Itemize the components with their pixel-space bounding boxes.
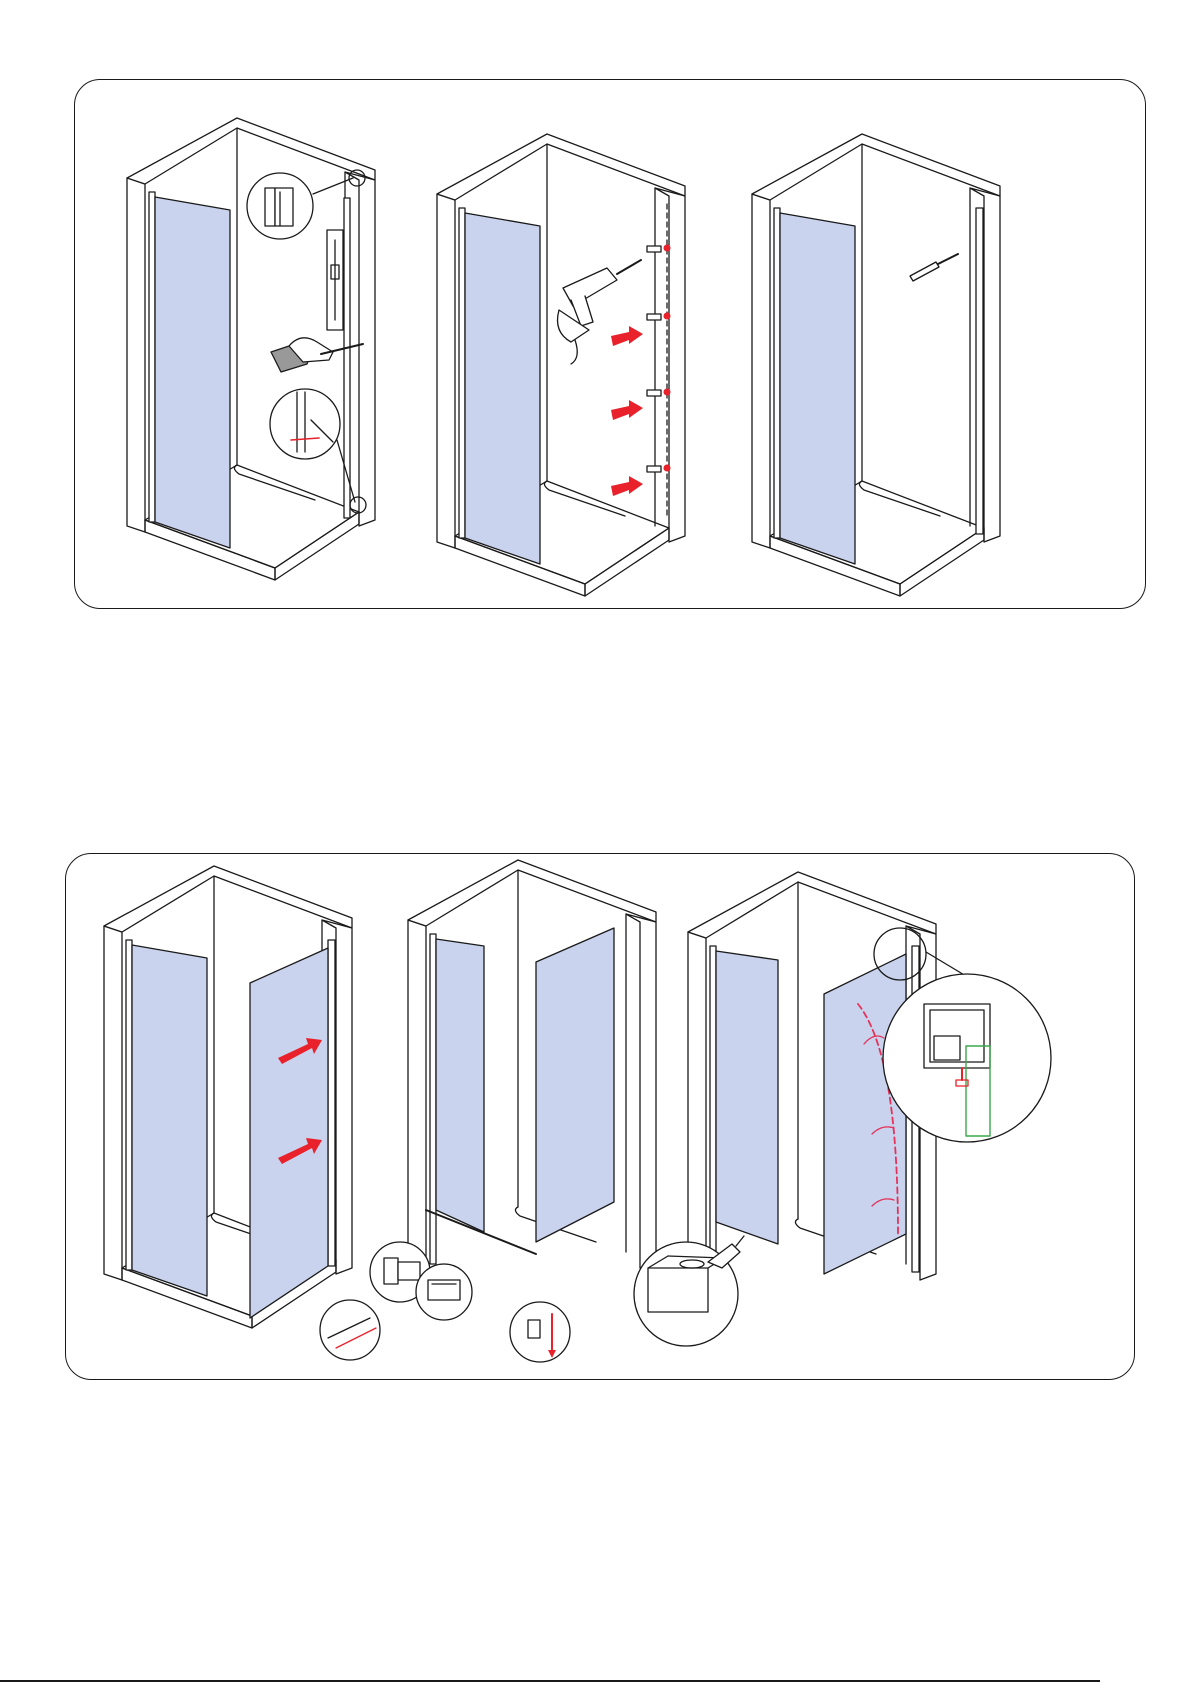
glass-panel	[155, 197, 230, 548]
silicone-gun-icon	[634, 1236, 744, 1346]
clamp-detail-callout	[510, 1302, 570, 1362]
step-3-fix-wall-profile	[752, 134, 1000, 596]
step-2-drill-and-plug	[437, 134, 685, 596]
glass-panel	[465, 213, 540, 564]
side-glass-panel	[824, 954, 906, 1274]
instruction-panel-2	[65, 853, 1135, 1380]
glass-panel	[436, 939, 484, 1232]
glass-panel	[716, 951, 778, 1244]
mark-detail-callout	[270, 389, 366, 513]
panel-1-drawing	[75, 80, 1145, 608]
instruction-panel-1	[74, 79, 1146, 609]
insert-arrows	[611, 326, 643, 496]
glass-panel	[132, 945, 207, 1296]
seal-profile-zoom	[883, 974, 1051, 1142]
step-1-mark-and-level	[127, 118, 375, 580]
spirit-level-icon	[327, 230, 343, 330]
glass-panel	[780, 213, 855, 564]
screwdriver-icon	[910, 254, 958, 281]
side-glass-panel	[536, 928, 614, 1242]
footer-rule	[0, 1680, 1100, 1682]
side-glass-panel	[250, 948, 328, 1318]
step-5-fit-base-and-clamps	[320, 860, 656, 1362]
drill-icon	[558, 260, 642, 364]
step-4-insert-side-panel	[104, 866, 352, 1328]
panel-2-drawing	[66, 854, 1134, 1379]
base-detail-callouts	[320, 1242, 472, 1360]
